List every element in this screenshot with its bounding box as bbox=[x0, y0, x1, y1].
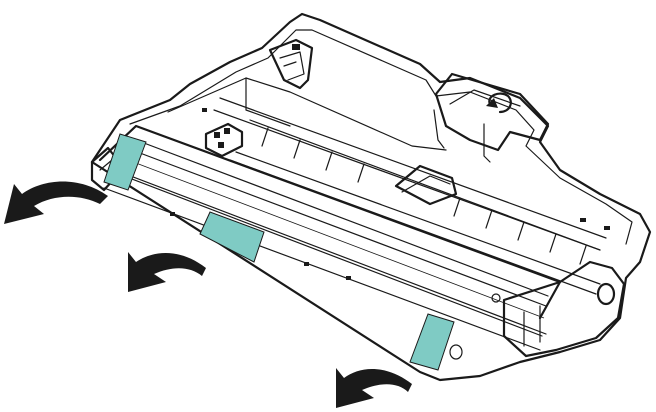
arrow-left-curved-icon bbox=[128, 252, 206, 292]
lock-lever bbox=[433, 72, 550, 163]
protective-tapes bbox=[103, 133, 455, 371]
right-end-cap bbox=[449, 260, 626, 360]
middle-bracket bbox=[394, 164, 458, 206]
rotate-arrow-icon bbox=[486, 92, 512, 114]
slot-marks bbox=[170, 108, 610, 280]
arrow-left-curved-icon bbox=[336, 368, 412, 408]
protective-tape-left[interactable] bbox=[103, 133, 147, 191]
protective-tape-center[interactable] bbox=[199, 211, 265, 263]
arrow-left-curved-icon bbox=[4, 181, 108, 224]
removal-arrows bbox=[4, 181, 412, 408]
left-latch bbox=[268, 38, 314, 90]
interior-ribs bbox=[261, 127, 587, 265]
protective-tape-right[interactable] bbox=[409, 313, 455, 371]
drum-unit-body bbox=[90, 12, 652, 382]
connector-block bbox=[204, 122, 244, 158]
